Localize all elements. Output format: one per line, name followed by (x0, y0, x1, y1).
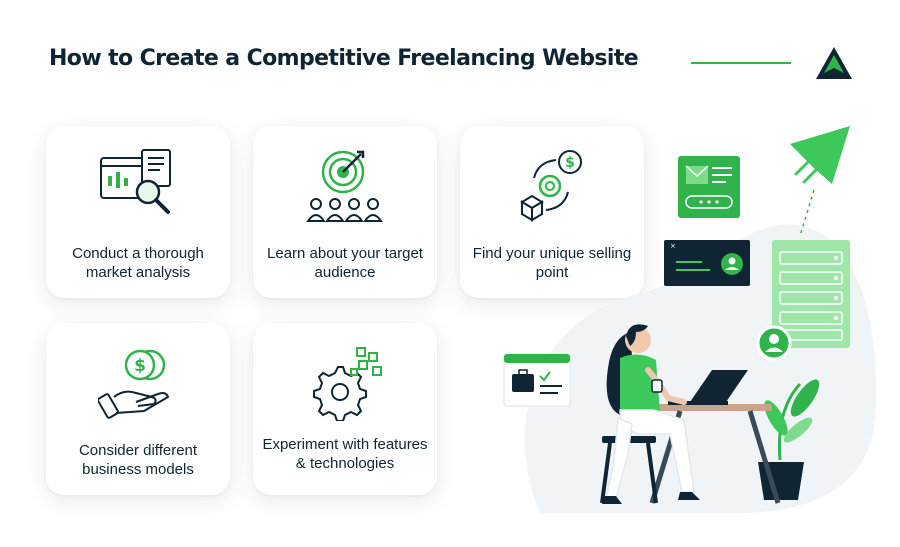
email-window-icon (678, 156, 740, 218)
woman-figure (602, 324, 700, 504)
laptop-icon (668, 370, 748, 405)
paper-plane-icon (790, 126, 850, 237)
selling-point-icon: $ (520, 150, 582, 222)
step-card-market-analysis: Conduct a thorough market analysis (46, 126, 230, 298)
card-label: Learn about your target audience (267, 245, 423, 281)
svg-text:$: $ (565, 155, 575, 171)
profile-window-icon: × (664, 240, 750, 286)
target-audience-icon (306, 150, 383, 222)
card-label: Conduct a thorough market analysis (72, 245, 204, 281)
title-divider (691, 62, 791, 64)
business-models-icon: $ (98, 349, 169, 419)
card-label: Find your unique selling point (472, 245, 632, 281)
list-panel-icon (772, 240, 850, 348)
svg-text:×: × (670, 242, 676, 250)
svg-text:$: $ (134, 356, 146, 376)
freelancer-illustration: × (503, 126, 877, 513)
market-analysis-icon (100, 149, 171, 214)
portfolio-card-icon (503, 353, 571, 407)
brand-logo-icon (816, 47, 852, 79)
page-title: How to Create a Competitive Freelancing … (49, 46, 639, 71)
step-card-experiment: Experiment with features & technologies (253, 323, 437, 495)
user-avatar-icon (756, 325, 792, 361)
experiment-features-icon (313, 347, 382, 421)
card-label: Consider different business models (78, 442, 198, 478)
card-label: Experiment with features & technologies (262, 436, 428, 472)
step-card-target-audience: Learn about your target audience (253, 126, 437, 298)
step-card-business-models: $ Consider different business models (46, 323, 230, 495)
step-card-selling-point: $ Find your unique selling point (460, 126, 644, 298)
